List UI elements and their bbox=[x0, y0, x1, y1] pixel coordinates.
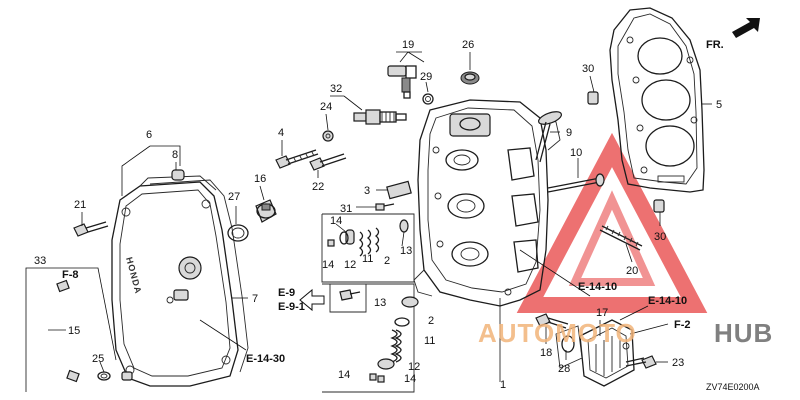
bolt-4 bbox=[275, 149, 319, 169]
valve-spring-set-upper bbox=[321, 213, 415, 283]
part-number-22: 22 bbox=[312, 181, 324, 193]
ref-f8: F-8 bbox=[62, 269, 79, 281]
bolt-e9-box bbox=[329, 284, 367, 313]
tube-clip bbox=[97, 371, 133, 381]
part-number-12b: 12 bbox=[408, 361, 420, 373]
part-number-5: 5 bbox=[716, 99, 722, 111]
sensor-washer bbox=[422, 93, 434, 105]
part-number-30a: 30 bbox=[582, 63, 594, 75]
part-number-11a: 11 bbox=[362, 253, 373, 265]
part-number-14d: 14 bbox=[404, 373, 416, 385]
spark-plug bbox=[353, 109, 407, 125]
part-number-13b: 13 bbox=[374, 297, 386, 309]
part-number-4: 4 bbox=[278, 127, 284, 139]
part-number-6: 6 bbox=[146, 129, 152, 141]
part-number-8: 8 bbox=[172, 149, 178, 161]
watermark-part2: HUB bbox=[714, 318, 773, 348]
valve-spring-set-lower bbox=[322, 283, 419, 393]
part-number-23: 23 bbox=[672, 357, 684, 369]
part-number-7: 7 bbox=[252, 293, 258, 305]
stud-bolt-20 bbox=[599, 225, 643, 251]
part-number-9: 9 bbox=[566, 127, 572, 139]
thermostat-cover bbox=[579, 319, 635, 387]
part-number-3: 3 bbox=[364, 185, 370, 197]
bolt-22 bbox=[309, 153, 347, 171]
part-number-26: 26 bbox=[462, 39, 474, 51]
cover-gasket bbox=[149, 179, 249, 373]
part-number-13a: 13 bbox=[400, 245, 412, 257]
part-number-14b: 14 bbox=[322, 259, 334, 271]
part-number-11b: 11 bbox=[424, 335, 435, 347]
ref-e14-10-right: E-14-10 bbox=[648, 295, 687, 307]
bolt-18 bbox=[535, 313, 569, 329]
part-number-29: 29 bbox=[420, 71, 432, 83]
ref-e14-30: E-14-30 bbox=[246, 353, 285, 365]
ref-e9-1: E-9-1 bbox=[278, 301, 305, 313]
front-label: FR. bbox=[706, 39, 724, 51]
part-number-17: 17 bbox=[596, 307, 608, 319]
bolt-21 bbox=[73, 221, 109, 237]
thermostat-gasket bbox=[555, 325, 583, 369]
grommet-8 bbox=[171, 169, 185, 181]
leader-lines bbox=[25, 51, 712, 392]
part-number-28: 28 bbox=[558, 363, 570, 375]
part-number-27: 27 bbox=[228, 191, 240, 203]
part-number-20: 20 bbox=[626, 265, 638, 277]
washer-24 bbox=[322, 130, 334, 142]
part-number-31: 31 bbox=[340, 203, 352, 215]
oil-filler-cap bbox=[255, 199, 277, 223]
part-number-labels: 1 2 2 3 4 5 6 7 8 9 10 11 11 12 12 13 13… bbox=[34, 39, 722, 391]
part-number-24: 24 bbox=[320, 101, 332, 113]
breather-tube bbox=[40, 279, 80, 383]
cylinder-head bbox=[413, 99, 561, 307]
e9-arrow-icon bbox=[299, 288, 325, 312]
part-number-14a: 14 bbox=[330, 215, 342, 227]
oil-seal bbox=[460, 71, 480, 85]
part-number-15: 15 bbox=[68, 325, 80, 337]
part-number-10: 10 bbox=[570, 147, 582, 159]
part-number-2b: 2 bbox=[428, 315, 434, 327]
screw-31 bbox=[375, 203, 395, 211]
part-number-18: 18 bbox=[540, 347, 552, 359]
part-number-21: 21 bbox=[74, 199, 86, 211]
head-gasket bbox=[609, 7, 705, 193]
part-number-30b: 30 bbox=[654, 231, 666, 243]
dowel-pin-bottom bbox=[653, 199, 665, 213]
ref-e9: E-9 bbox=[278, 287, 295, 299]
ref-f2: F-2 bbox=[674, 319, 691, 331]
filler-seal bbox=[227, 224, 249, 242]
reference-labels: F-8 E-9 E-9-1 E-14-30 E-14-10 E-14-10 F-… bbox=[62, 269, 691, 365]
watermark-part1: AUTOMOTO bbox=[478, 318, 637, 348]
part-number-19: 19 bbox=[402, 39, 414, 51]
pin-10 bbox=[547, 173, 605, 193]
part-number-33: 33 bbox=[34, 255, 46, 267]
part-number-16: 16 bbox=[254, 173, 266, 185]
cover-brand-label: HONDA bbox=[124, 256, 143, 295]
part-number-12a: 12 bbox=[344, 259, 356, 271]
watermark-text: AUTOMOTO HUB bbox=[478, 318, 773, 348]
diagram-code: ZV74E0200A bbox=[706, 382, 760, 392]
valve-9 bbox=[535, 111, 563, 163]
head-cover bbox=[111, 175, 239, 387]
front-direction-arrow-icon bbox=[732, 18, 760, 38]
temperature-sensor bbox=[387, 65, 417, 99]
part-number-2a: 2 bbox=[384, 255, 390, 267]
part-number-1: 1 bbox=[500, 379, 506, 391]
ref-e14-10-left: E-14-10 bbox=[578, 281, 617, 293]
plate-3 bbox=[386, 180, 412, 200]
bolt-23 bbox=[625, 355, 657, 369]
part-number-14c: 14 bbox=[338, 369, 350, 381]
part-number-32: 32 bbox=[330, 83, 342, 95]
dowel-pin-top bbox=[587, 91, 599, 105]
part-number-25: 25 bbox=[92, 353, 104, 365]
